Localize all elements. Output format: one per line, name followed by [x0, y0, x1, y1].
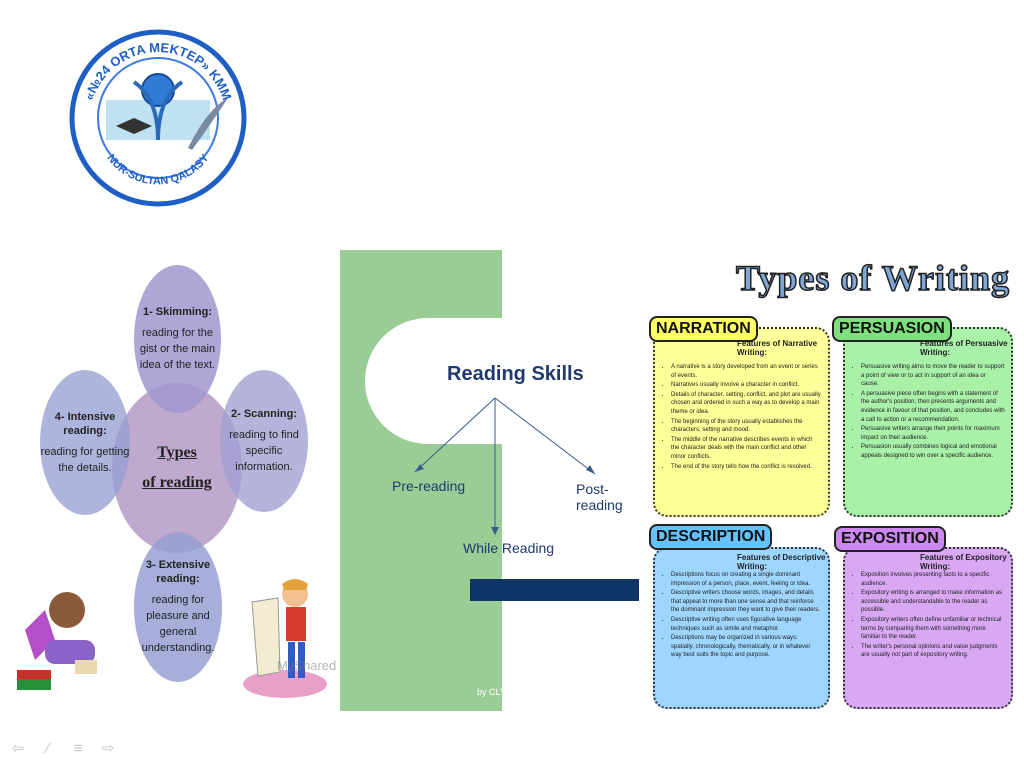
list-item: Descriptive writing often uses figurativ… [671, 616, 822, 633]
types-of-writing-poster: Types of Writing Features of Narrative W… [640, 252, 1016, 709]
narration-card: Features of Narrative Writing: A narrati… [653, 327, 830, 517]
narration-features: Features of Narrative Writing: [737, 339, 818, 357]
skimming-bubble: 1- Skimming: reading for the gist or the… [134, 265, 221, 413]
intensive-text: reading for getting the details. [40, 445, 130, 474]
pre-reading-label: Pre-reading [392, 478, 466, 494]
scanning-heading: 2- Scanning: [230, 408, 297, 420]
list-item: Exposition involves presenting facts to … [861, 571, 1005, 588]
of-reading-title: of reading [142, 474, 212, 491]
scanning-text: reading to find specific information. [229, 429, 299, 473]
post-reading-label: Post-reading [576, 481, 623, 513]
types-of-reading-diagram: Types of reading 1- Skimming: reading fo… [15, 260, 336, 705]
white-callout-shape [365, 318, 502, 444]
extensive-text: reading for pleasure and general underst… [141, 594, 215, 654]
description-features: Features of Descriptive Writing: [737, 553, 826, 571]
while-reading-label: While Reading [463, 540, 555, 556]
persuasion-points: Persuasive writing aims to move the read… [845, 363, 1011, 461]
intensive-heading: 4- Intensive reading: [54, 410, 116, 437]
intensive-bubble: 4- Intensive reading: reading for gettin… [40, 370, 130, 515]
arrow-right-icon[interactable]: ⇨ [101, 740, 115, 757]
menu-icon[interactable]: ≡ [73, 739, 83, 757]
narration-label: NARRATION [649, 316, 758, 342]
arrow-left-icon[interactable]: ⇦ [11, 740, 25, 757]
list-item: Persuasive writers arrange their points … [861, 425, 1005, 442]
scanning-bubble: 2- Scanning: reading to find specific in… [220, 370, 308, 512]
school-logo: «№24 ORTA MEKTEP» KMM NUR-SULTAN QALASY [68, 28, 248, 208]
list-item: Persuasion usually combines logical and … [861, 443, 1005, 460]
list-item: The middle of the narrative describes ev… [671, 436, 822, 462]
list-item: The writer's personal opinions and value… [861, 643, 1005, 660]
boy-reading-illustration [243, 579, 327, 698]
list-item: The beginning of the story usually estab… [671, 418, 822, 435]
list-item: A narrative is a story developed from an… [671, 363, 822, 380]
list-item: A persuasive piece often begins with a s… [861, 390, 1005, 424]
description-label: DESCRIPTION [649, 524, 773, 550]
list-item: Details of character, setting, conflict,… [671, 391, 822, 417]
persuasion-features: Features of Persuasive Writing: [920, 339, 1008, 357]
types-title: Types [157, 444, 197, 461]
extensive-bubble: 3- Extensive reading: reading for pleasu… [134, 532, 222, 682]
list-item: Expository writing is arranged to make i… [861, 589, 1005, 615]
description-card: Features of Descriptive Writing: Descrip… [653, 547, 830, 709]
list-item: Descriptive writers choose words, images… [671, 589, 822, 615]
list-item: Narratives usually involve a character i… [671, 381, 822, 390]
extensive-heading: 3- Extensive reading: [145, 559, 211, 585]
persuasion-label: PERSUASION [832, 316, 952, 342]
narration-points: A narrative is a story developed from an… [655, 363, 828, 471]
skimming-heading: 1- Skimming: [142, 306, 213, 318]
exposition-features: Features of Expository Writing: [920, 553, 1007, 571]
list-item: Persuasive writing aims to move the read… [861, 363, 1005, 389]
list-item: Descriptions may be organized in various… [671, 634, 822, 660]
navy-bar [470, 579, 639, 601]
pen-icon[interactable]: ∕ [46, 739, 50, 757]
persuasion-card: Features of Persuasive Writing: Persuasi… [843, 327, 1013, 517]
list-item: Descriptions focus on creating a single … [671, 571, 822, 588]
skimming-text: reading for the gist or the main idea of… [139, 327, 216, 371]
exposition-points: Exposition involves presenting facts to … [845, 571, 1011, 660]
list-item: The end of the story tells how the confl… [671, 463, 822, 472]
exposition-label: EXPOSITION [834, 526, 946, 552]
list-item: Expository writers often define unfamili… [861, 616, 1005, 642]
writing-title: Types of Writing [735, 257, 1011, 299]
girl-reading-illustration [17, 592, 97, 690]
credit-text: by CLY [477, 687, 506, 697]
myshared-watermark: MyShared [277, 658, 337, 673]
reading-skills-slide: Reading Skills Pre-reading While Reading… [340, 250, 639, 711]
reading-skills-title: Reading Skills [447, 363, 584, 385]
description-points: Descriptions focus on creating a single … [655, 571, 828, 660]
exposition-card: Features of Expository Writing: Expositi… [843, 547, 1013, 709]
slide-navigation: ⇦ ∕ ≡ ⇨ [8, 738, 128, 758]
skills-arrows [414, 397, 596, 535]
